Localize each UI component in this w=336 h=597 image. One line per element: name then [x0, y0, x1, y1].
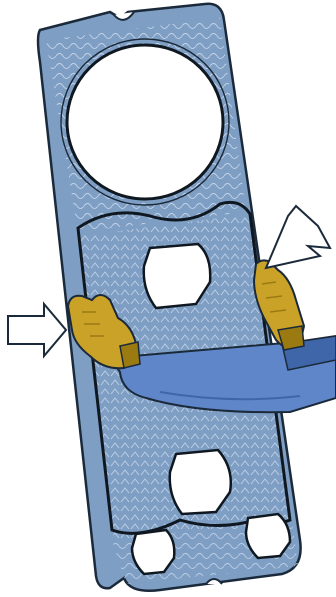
plate-port-lower [170, 450, 231, 514]
left-push-arrow [8, 304, 66, 356]
right-push-arrow [266, 206, 330, 268]
plate-port-upper [144, 244, 211, 308]
plate-port-bottom-left [132, 530, 174, 574]
plate-port-bottom-right [246, 514, 290, 558]
plate-port-large [67, 45, 223, 199]
